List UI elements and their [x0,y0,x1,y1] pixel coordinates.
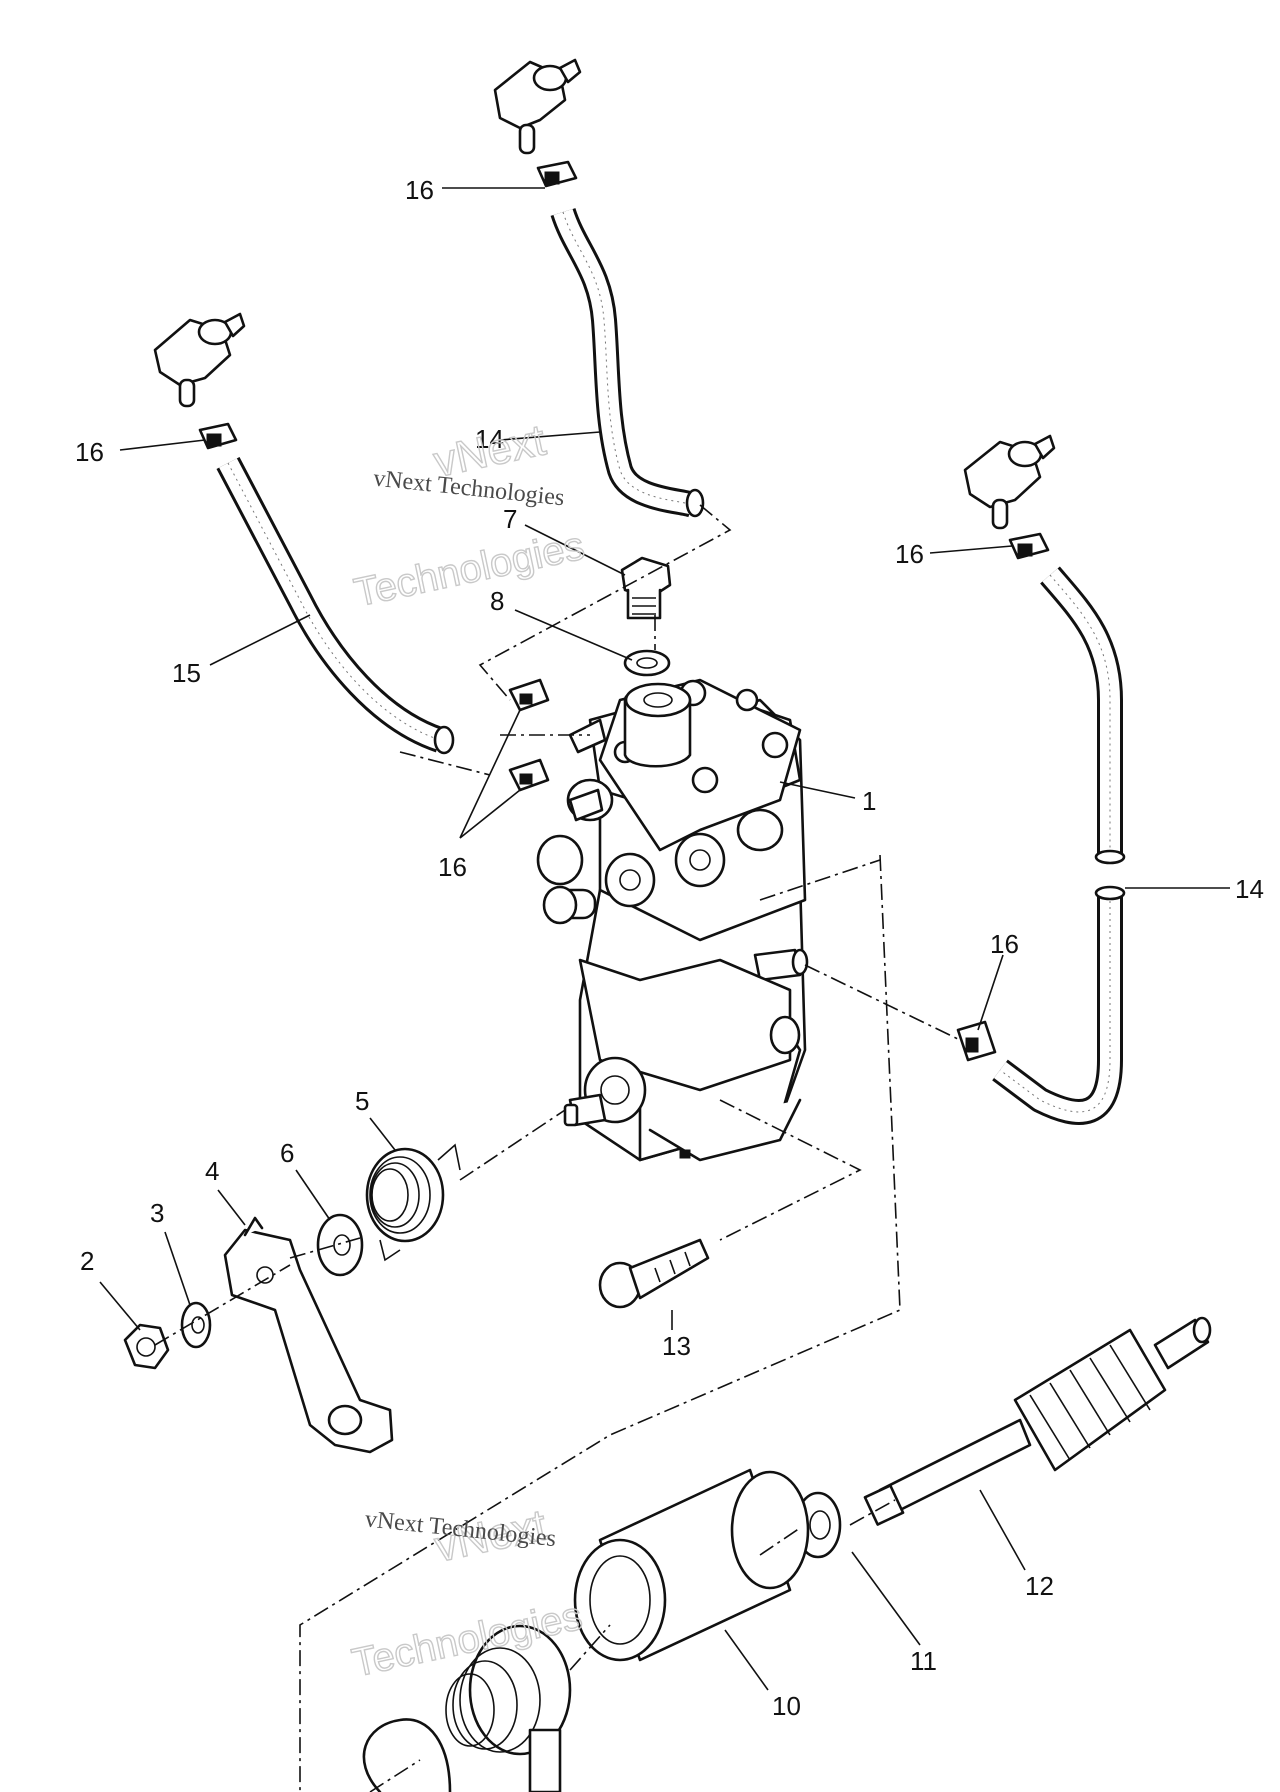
label-5: 5 [355,1086,369,1116]
banjo-bolt [620,556,672,620]
label-16-left: 16 [75,437,104,467]
label-16-right-lower: 16 [990,929,1019,959]
clamp-top-center [536,160,578,188]
clamp-right [1008,532,1050,560]
bleed-nozzle-top-center [493,58,582,155]
label-16-top: 16 [405,175,434,205]
sealing-washer [623,649,671,677]
lock-washer [180,1301,212,1349]
watermark-upper: vNext vNext Technologies Technologies [350,415,589,616]
assembly-lines [154,504,961,1792]
label-8: 8 [490,586,504,616]
label-1: 1 [862,786,876,816]
oil-pump-body [536,678,809,1162]
mounting-screw [598,1238,710,1309]
control-lever [223,1216,394,1454]
circlip [362,1718,452,1792]
label-3: 3 [150,1198,164,1228]
label-10: 10 [772,1691,801,1721]
leader-lines [99,187,1230,1691]
label-13: 13 [662,1331,691,1361]
hose-right-upper [1040,566,1126,865]
label-12: 12 [1025,1571,1054,1601]
hose-top-center [550,207,705,518]
label-16-right: 16 [895,539,924,569]
coil-spring-lower [445,1624,572,1792]
label-11: 11 [910,1646,937,1676]
clamp-pump-upper [508,678,550,712]
hex-nut [123,1323,170,1370]
bleed-nozzle-right [963,434,1056,530]
part-labels: 16 16 14 7 8 15 1 16 16 14 16 5 6 4 3 2 … [75,175,1264,1721]
label-15: 15 [172,658,201,688]
label-2: 2 [80,1246,94,1276]
bushing [573,1468,810,1662]
watermark-upper-technologies: Technologies [350,524,588,616]
label-4: 4 [205,1156,219,1186]
return-spring [365,1143,461,1262]
clamp-left [198,422,238,450]
label-16-pump: 16 [438,852,467,882]
hose-left [216,456,455,755]
drive-gear-shaft [863,1316,1212,1526]
bleed-nozzle-left [153,312,246,408]
hose-right-lower [992,885,1126,1125]
label-14-right: 14 [1235,874,1264,904]
label-14-top: 14 [475,424,504,454]
clamp-pump-lower [508,758,550,792]
label-7: 7 [503,504,517,534]
clamp-right-lower [956,1020,997,1062]
label-6: 6 [280,1138,294,1168]
flat-washer-6 [316,1213,364,1277]
